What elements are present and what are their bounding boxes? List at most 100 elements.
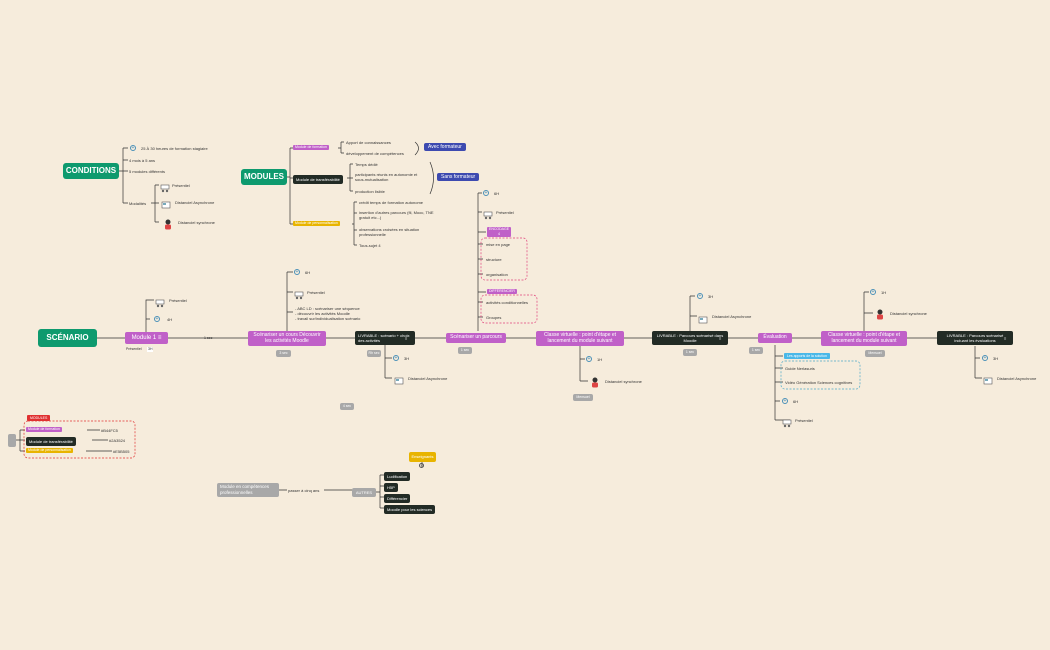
legend-row-personnalisation[interactable]: Module de personnalisation: [26, 448, 73, 453]
plus-icon[interactable]: +: [483, 190, 489, 196]
autres-item[interactable]: Ludification: [384, 472, 411, 481]
conditions-item[interactable]: 5 modules différents: [129, 169, 165, 174]
eval-item[interactable]: Vidéo Génération Sciences cognitives: [785, 380, 853, 385]
legend-root[interactable]: [8, 434, 16, 447]
plus-icon[interactable]: +: [870, 289, 876, 295]
encodage-item[interactable]: structure: [486, 257, 502, 262]
modalite-item[interactable]: Distanciel synchrone: [178, 220, 215, 225]
legend-code: #B44FC5: [101, 428, 118, 433]
autres-item[interactable]: Différencier: [384, 494, 411, 503]
conditions-item[interactable]: 25 À 30 heures de formation stagiaire: [141, 146, 208, 151]
step2-child[interactable]: 6H: [494, 191, 500, 196]
step3-child[interactable]: 1H: [597, 357, 603, 362]
person-icon: [163, 217, 173, 230]
step1-child[interactable]: Présentiel: [307, 290, 325, 295]
computer-icon: [698, 312, 708, 324]
classroom-icon: [483, 207, 493, 220]
livrable3-child[interactable]: 3H: [993, 356, 999, 361]
module-formation[interactable]: Module de formation: [293, 145, 329, 150]
encodage-label[interactable]: ENCODAGE 4: [487, 227, 511, 237]
eval-item[interactable]: 6H: [793, 399, 799, 404]
livrable3-node[interactable]: LIVRABLE : Parcours scénarisé incluant l…: [937, 331, 1013, 345]
plus-icon[interactable]: +: [782, 398, 788, 404]
livrable1-time: Rh sec: [367, 350, 381, 357]
plus-icon[interactable]: +: [697, 293, 703, 299]
step1-child[interactable]: 6H: [305, 270, 311, 275]
module1-tag: Présentiel: [126, 347, 142, 351]
person-icon: [590, 375, 600, 388]
step2-child[interactable]: Présentiel: [496, 210, 514, 215]
plus-icon[interactable]: +: [130, 145, 136, 151]
legend-header[interactable]: MODULES: [27, 415, 51, 421]
classroom-icon: [160, 180, 170, 193]
step3-child[interactable]: Distanciel synchrone: [605, 379, 642, 384]
step4-child[interactable]: 1H: [881, 290, 887, 295]
person-icon: [875, 307, 885, 320]
livrable1-node[interactable]: LIVRABLE : scénario + choix des activité…: [355, 331, 415, 345]
step2-node[interactable]: Scénariser un parcours: [446, 333, 506, 343]
step1-child[interactable]: - ABC LD : scénariser une séquence - déc…: [295, 306, 361, 321]
conditions-title[interactable]: CONDITIONS: [63, 163, 119, 179]
step3-time: Mensuel: [573, 394, 593, 401]
diff-item[interactable]: Groupes: [486, 315, 502, 320]
evaluation-node[interactable]: Évaluation: [758, 333, 792, 343]
sans-formateur-tag[interactable]: Sans formateur: [437, 173, 480, 181]
formation-item[interactable]: développement de compétences: [346, 151, 404, 156]
step4-child[interactable]: Distanciel synchrone: [890, 311, 927, 316]
conditions-item-modalites[interactable]: Modalités: [129, 201, 147, 206]
transferabilite-item[interactable]: Temps dédié: [355, 162, 378, 167]
livrable2-label: LIVRABLE : Parcours scénarisé dans Moodl…: [656, 333, 724, 343]
competences-node[interactable]: Module en compétences professionnelles: [217, 483, 279, 497]
autres-node[interactable]: AUTRES: [352, 488, 376, 497]
personnalisation-item[interactable]: insertion d'autres parcours (fil, Mooc, …: [359, 210, 434, 220]
step1-node[interactable]: Scénariser un cours Découvrir les activi…: [248, 331, 326, 346]
livrable2-child[interactable]: Distanciel Asynchrone: [712, 314, 752, 319]
conditions-item[interactable]: 4 mois à 5 ans: [129, 158, 156, 163]
livrable1-label: LIVRABLE : scénario + choix des activité…: [358, 333, 410, 343]
livrable1-child[interactable]: 3H: [404, 356, 410, 361]
eval-item[interactable]: Guide Nerlasuris: [785, 366, 815, 371]
eval-item[interactable]: Présentiel: [795, 418, 813, 423]
livrable1-child[interactable]: Distanciel Asynchrone: [408, 376, 448, 381]
plus-icon[interactable]: +: [294, 269, 300, 275]
modalite-item[interactable]: Présentiel: [172, 183, 190, 188]
autres-item[interactable]: Moodle pour les sciences: [384, 505, 436, 514]
livrable2-node[interactable]: LIVRABLE : Parcours scénarisé dans Moodl…: [652, 331, 728, 345]
livrable2-child[interactable]: 3H: [708, 294, 714, 299]
module-personnalisation[interactable]: Module de personnalisation: [293, 221, 340, 226]
personnalisation-item[interactable]: observations croisées en situation profe…: [359, 227, 420, 237]
encodage-item[interactable]: mise en page: [486, 242, 511, 247]
encodage-item[interactable]: organisation: [486, 272, 508, 277]
transferabilite-item[interactable]: participants réunis en autonomie et sous…: [355, 172, 418, 182]
diff-item[interactable]: activités conditionnelles: [486, 300, 529, 305]
personnalisation-item[interactable]: crédit temps de formation autonome: [359, 200, 424, 205]
scenario-title[interactable]: SCÉNARIO: [38, 329, 97, 347]
plus-icon[interactable]: +: [586, 356, 592, 362]
module-transferabilite[interactable]: Module de transférabilité: [293, 175, 343, 184]
transferabilite-item[interactable]: production lisible: [355, 189, 385, 194]
avec-formateur-tag[interactable]: Avec formateur: [424, 143, 466, 151]
formation-item[interactable]: Apport de connaissances: [346, 140, 391, 145]
legend-row-formation[interactable]: Module de formation: [26, 427, 62, 432]
module1-child[interactable]: 4H: [167, 317, 173, 322]
plus-icon[interactable]: +: [393, 355, 399, 361]
personnalisation-item[interactable]: Tous-sujet 4: [359, 243, 381, 248]
computer-icon: [161, 197, 171, 209]
plus-icon[interactable]: +: [154, 316, 160, 322]
module1-node[interactable]: Module 1 ≡: [125, 332, 168, 344]
step4-node[interactable]: Classe virtuelle : point d'étape et lanc…: [821, 331, 907, 346]
modalite-item[interactable]: Distanciel Asynchrone: [175, 200, 215, 205]
enseignants-node[interactable]: Enseignants: [409, 452, 436, 462]
differencier-label[interactable]: DIFFÉRENCIER: [487, 289, 517, 294]
livrable3-child[interactable]: Distanciel Asynchrone: [997, 376, 1037, 381]
modules-title[interactable]: MODULES: [241, 169, 287, 185]
plus-icon[interactable]: +: [419, 463, 424, 468]
legend-row-transferabilite[interactable]: Module de transférabilité: [26, 437, 76, 446]
autres-item[interactable]: H5P: [384, 483, 398, 492]
eval-apports-label[interactable]: Les apports de la solution: [784, 353, 830, 359]
plus-icon[interactable]: +: [982, 355, 988, 361]
step3-node[interactable]: Classe virtuelle : point d'étape et lanc…: [536, 331, 624, 346]
competences-link[interactable]: passer à cinq ans: [288, 488, 320, 493]
module1-child[interactable]: Présentiel: [169, 298, 187, 303]
